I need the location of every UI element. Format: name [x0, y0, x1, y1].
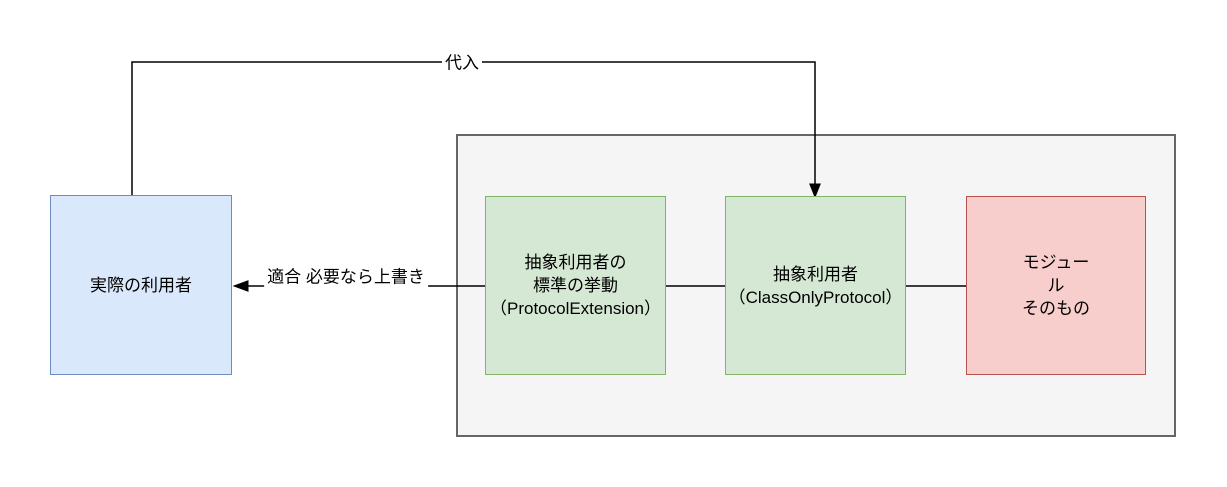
conform-edge-label: 適合 必要なら上書き — [264, 265, 428, 289]
assign-edge-label: 代入 — [442, 51, 482, 75]
protocol-extension-box: 抽象利用者の 標準の挙動 （ProtocolExtension） — [485, 196, 666, 375]
protocol-extension-label-line: （ProtocolExtension） — [489, 299, 662, 318]
class-only-protocol-box: 抽象利用者 （ClassOnlyProtocol） — [725, 196, 906, 375]
actual-user-box: 実際の利用者 — [50, 195, 232, 375]
conform-edge-label-line: 必要なら上書き — [305, 267, 425, 287]
conform-edge-label-line: 適合 — [267, 267, 302, 287]
protocol-extension-label-line: 標準の挙動 — [533, 276, 618, 295]
module-label-line: モジュー — [1022, 253, 1090, 272]
module-label-line: そのもの — [1022, 299, 1090, 318]
module-label-line: ル — [1047, 276, 1065, 295]
protocol-extension-label-line: 抽象利用者の — [524, 253, 627, 272]
actual-user-label: 実際の利用者 — [90, 275, 192, 295]
class-only-protocol-label-line: （ClassOnlyProtocol） — [728, 287, 903, 307]
class-only-protocol-label-line: 抽象利用者 — [773, 264, 858, 284]
module-box: モジュー ル そのもの — [966, 196, 1146, 375]
conform-edge-arrowhead-icon — [232, 280, 249, 292]
